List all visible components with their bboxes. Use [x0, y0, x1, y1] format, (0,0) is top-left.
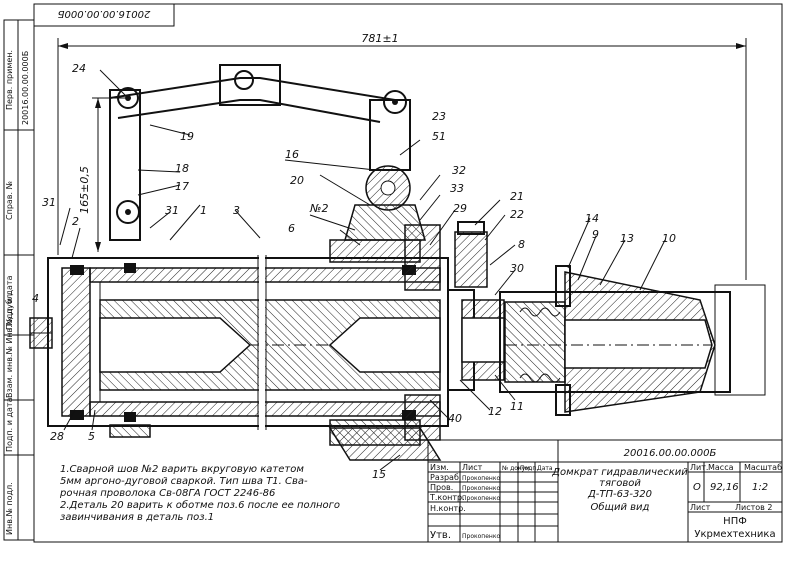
callout-17: 17 — [175, 180, 189, 193]
note-line-1: 1.Сварной шов №2 варить вкруговую катето… — [60, 464, 304, 475]
tb-row-3-role: Т.контр. — [429, 493, 465, 502]
callout-8: 8 — [518, 238, 525, 251]
callout-1: 1 — [200, 204, 207, 217]
dimension-781: 781±1 — [361, 32, 398, 45]
callout-weld-2: №2 — [309, 202, 328, 215]
tb-row-4-role: Н.контр. — [430, 504, 466, 513]
callout-labels: 24 19 18 17 31 1 3 2 31 4 28 5 16 20 №2 … — [32, 62, 676, 481]
rod-assembly — [447, 221, 766, 416]
tb-row-0-c3: № докум. — [502, 465, 532, 472]
tb-masshtab-label: Масштаб — [744, 463, 782, 472]
callout-31b: 31 — [42, 196, 56, 209]
callout-12: 12 — [488, 405, 502, 418]
callout-20: 20 — [290, 174, 304, 187]
callout-22: 22 — [510, 208, 524, 221]
tb-massa-label: Масса — [708, 463, 734, 472]
tb-row-5-c2: Прокопенко — [462, 533, 500, 540]
tb-row-1-role: Разраб. — [430, 473, 461, 482]
tb-lit-value: О — [693, 482, 701, 493]
tb-doc-number: 20016.00.00.000Б — [624, 448, 717, 459]
callout-29: 29 — [453, 202, 467, 215]
tb-title-4: Общий вид — [591, 501, 650, 513]
callout-18: 18 — [175, 162, 189, 175]
title-block: 20016.00.00.000Б Домкрат гидравлический … — [427, 439, 783, 543]
tb-row-3-c2: Прокопенко — [462, 495, 500, 502]
callout-3: 3 — [233, 204, 240, 217]
tb-org-1: НПФ — [723, 516, 747, 527]
tb-title-2: тяговой — [599, 478, 641, 489]
callout-2: 2 — [72, 215, 79, 228]
tb-row-0-role: Изм. — [430, 463, 449, 472]
strip-sprav-no: Справ. № — [5, 180, 14, 220]
callout-16: 16 — [285, 148, 299, 161]
note-line-5: завинчивания в деталь поз.1 — [60, 512, 214, 523]
tb-row-2-c2: Прокопенко — [462, 485, 500, 492]
callout-15: 15 — [372, 468, 386, 481]
leader-lines — [59, 69, 666, 471]
link-frame — [109, 64, 411, 241]
callout-9: 9 — [592, 228, 599, 241]
callout-24: 24 — [72, 62, 86, 75]
callout-33: 33 — [450, 182, 464, 195]
callout-28: 28 — [50, 430, 64, 443]
cylinder-body — [47, 255, 449, 430]
strip-inv-podl: Инв.№ подл. — [5, 482, 14, 535]
tb-row-2-role: Пров. — [430, 483, 453, 492]
strip-perv-value: 20016.00.00.000Б — [21, 51, 30, 125]
tb-listov-label: Листов 2 — [735, 503, 773, 512]
tb-title-1: Домкрат гидравлический — [551, 467, 688, 478]
callout-6: 6 — [288, 222, 295, 235]
callout-31a: 31 — [165, 204, 179, 217]
note-line-3: рочная проволока Св-08ГА ГОСТ 2246-86 — [59, 488, 275, 499]
callout-23: 23 — [432, 110, 446, 123]
strip-perv-primen: Перв. примен. — [5, 50, 14, 110]
technical-notes: 1.Сварной шов №2 варить вкруговую катето… — [59, 464, 340, 523]
callout-40: 40 — [448, 412, 462, 425]
tb-row-1-c2: Прокопенко — [462, 475, 500, 482]
callout-4: 4 — [32, 292, 39, 305]
callout-21: 21 — [510, 190, 524, 203]
top-number-box — [33, 3, 175, 27]
tb-massa-value: 92,16 — [710, 482, 739, 493]
strip-podp-data-1: Подп. и дата — [5, 275, 14, 330]
note-line-2: 5мм аргоно-дуговой сваркой. Тип шва Т1. … — [60, 476, 308, 487]
bottom-bracket — [109, 424, 442, 461]
height-dimension: 165±0,5 — [78, 97, 125, 252]
left-strip: Перв. примен. 20016.00.00.000Б Справ. № … — [3, 19, 35, 541]
dimension-165: 165±0,5 — [78, 166, 91, 214]
callout-51: 51 — [432, 130, 446, 143]
callout-13: 13 — [620, 232, 634, 245]
overall-dimension: 781±1 — [57, 32, 747, 280]
callout-10: 10 — [662, 232, 676, 245]
callout-14: 14 — [585, 212, 599, 225]
top-drawing-number: 20016.00.00.000Б — [57, 8, 150, 19]
left-fitting — [29, 317, 53, 349]
strip-podp-data-2: Подп. и дата — [5, 397, 14, 452]
tb-org-2: Укрмехтехника — [694, 529, 775, 540]
tb-masshtab-value: 1:2 — [752, 482, 768, 493]
tb-row-0-c4: Подп. — [520, 465, 538, 472]
callout-32: 32 — [452, 164, 466, 177]
callout-11: 11 — [510, 400, 524, 413]
tb-list-label: Лист — [690, 503, 711, 512]
tb-title-3: Д-ТП-63-320 — [587, 489, 652, 500]
callout-19: 19 — [180, 130, 194, 143]
callout-30: 30 — [510, 262, 524, 275]
note-line-4: 2.Деталь 20 варить к оботме поз.6 после … — [60, 499, 340, 511]
tb-row-0-c5: Дата — [537, 465, 553, 472]
callout-5: 5 — [88, 430, 95, 443]
strip-inv-dubl: Взам. инв.№ Инв.№ дубл. — [5, 291, 14, 398]
tb-row-5-role: Утв. — [430, 530, 451, 541]
tb-row-0-c2: Лист — [462, 463, 483, 472]
tb-lit-label: Лит. — [690, 463, 708, 472]
